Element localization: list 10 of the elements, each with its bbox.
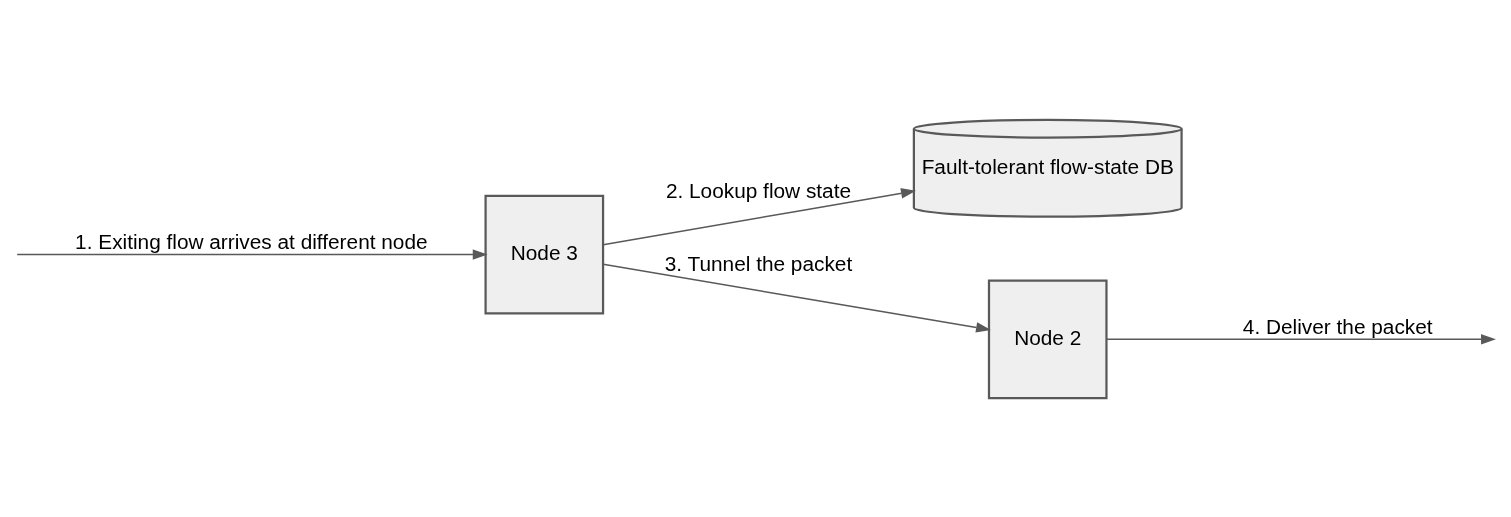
node-box: Node 2	[987, 278, 1108, 399]
edge-label: 3. Tunnel the packet	[664, 251, 853, 275]
arrow	[16, 248, 488, 260]
arrow	[602, 263, 991, 333]
arrow	[602, 187, 916, 245]
edge-label: 1. Exiting flow arrives at different node	[75, 229, 428, 253]
edge-label: 4. Deliver the packet	[1242, 314, 1433, 338]
arrow	[1106, 333, 1496, 344]
edge-label: 2. Lookup flow state	[665, 178, 852, 202]
node-box: Node 3	[484, 194, 605, 314]
